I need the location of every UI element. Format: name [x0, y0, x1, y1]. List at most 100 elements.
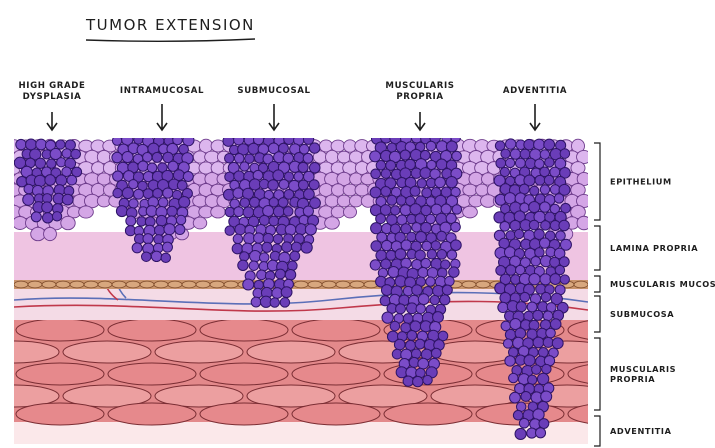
tumor-cell [268, 180, 279, 191]
tumor-cell [381, 187, 391, 197]
layer-label-text: SUBMUCOSA [610, 309, 674, 319]
layer-label-0: EPITHELIUM [594, 143, 672, 220]
tumor-cell [154, 225, 164, 235]
tumor-cell [418, 294, 429, 305]
tumor-cell [529, 273, 540, 284]
tumor-cell [122, 187, 133, 198]
tumor-cell [403, 376, 413, 386]
tumor-cell [275, 269, 285, 279]
tumor-cell [415, 339, 425, 349]
muscle-fiber [108, 403, 196, 425]
tumor-cell [446, 177, 457, 188]
tumor-cell [496, 158, 506, 168]
tumor-cell [445, 276, 455, 286]
tumor-cell [179, 196, 190, 207]
layer-bracket [594, 338, 600, 410]
layer-bracket [594, 276, 600, 292]
tumor-cell [539, 419, 549, 429]
mm-fiber [42, 281, 56, 288]
tumor-cell [520, 149, 530, 159]
epithelial-cell [331, 184, 344, 196]
tumor-cell [430, 295, 439, 304]
layer-bracket [594, 143, 600, 220]
tumor-cell [23, 194, 34, 205]
tumor-cell [381, 259, 391, 269]
tumor-cell [151, 251, 161, 261]
stage-label-2: SUBMUCOSAL [237, 86, 310, 130]
tumor-cell [56, 175, 67, 186]
mm-fiber [476, 281, 490, 288]
tumor-cell [309, 180, 319, 190]
tumor-cell [225, 207, 234, 216]
tumor-cell [270, 298, 279, 307]
tumor-cell [288, 261, 297, 270]
stage-label-1: INTRAMUCOSAL [120, 86, 204, 130]
stage-labels: HIGH GRADEDYSPLASIA INTRAMUCOSAL SUBMUCOSA… [19, 81, 568, 130]
tumor-cell [235, 224, 246, 235]
down-arrow-icon [157, 104, 167, 130]
tumor-cell [309, 143, 319, 153]
diagram-title: TUMOR EXTENSION [85, 16, 255, 34]
layer-label-text: PROPRIA [610, 374, 655, 384]
muscle-fiber [200, 363, 288, 385]
tumor-cell [431, 241, 440, 250]
tumor-cell [257, 270, 267, 280]
tumor-cell [176, 215, 185, 224]
epithelial-cell [338, 151, 351, 163]
mm-fiber [112, 281, 126, 288]
mm-fiber [308, 281, 322, 288]
tumor-cell [167, 206, 177, 216]
tumor-cell [520, 292, 530, 302]
layer-bracket [594, 226, 600, 270]
tumor-cell [225, 226, 234, 235]
tumor-cell [152, 152, 162, 162]
tumor-cell [42, 213, 52, 223]
layer-bracket [594, 416, 600, 446]
tumor-cell [303, 134, 313, 144]
tumor-cell [143, 153, 152, 162]
epithelial-cell [319, 184, 333, 197]
tumor-cell [52, 212, 61, 221]
tumor-cell [531, 256, 541, 266]
stage-label-0: HIGH GRADEDYSPLASIA [19, 81, 86, 130]
tumor-cell [250, 250, 261, 261]
tumor-cell [382, 240, 392, 250]
tumor-cell [137, 217, 146, 226]
mm-fiber [294, 281, 308, 288]
tumor-cell [45, 175, 56, 186]
tumor-cell [441, 204, 451, 214]
muscle-fiber [568, 403, 656, 425]
epithelial-cell [343, 206, 356, 218]
tumor-cell [34, 175, 45, 186]
tumor-cell [371, 169, 381, 179]
tumor-cell [506, 139, 516, 149]
epithelial-cell [463, 206, 478, 218]
epithelial-cell [355, 184, 369, 196]
tumor-cell [530, 186, 539, 195]
mm-fiber [126, 281, 140, 288]
muscle-fiber [108, 363, 196, 385]
muscle-fiber [16, 363, 104, 385]
tumor-cell [540, 274, 551, 285]
tumor-cell [519, 418, 529, 428]
stage-label-3: MUSCULARISPROPRIA [385, 81, 454, 130]
mm-fiber [56, 281, 70, 288]
epithelial-cell [211, 206, 226, 218]
epithelial-cell [577, 216, 591, 229]
tumor-cell [161, 253, 170, 262]
tumor-cell [249, 261, 258, 270]
epithelial-cell [79, 206, 94, 218]
tumor-cell [158, 198, 168, 208]
stage-label-4: ADVENTITIA [503, 86, 567, 130]
tumor-cell [138, 161, 148, 171]
tumor-cell [550, 274, 561, 285]
down-arrow-icon [530, 104, 540, 130]
tumor-cell [412, 285, 423, 296]
tumor-cell [251, 297, 261, 307]
tumor-cell [143, 234, 153, 244]
muscle-fiber [108, 319, 196, 341]
tumor-cell [423, 375, 432, 384]
tumor-cell [259, 215, 269, 225]
tumor-cell [162, 242, 172, 252]
tumor-cell [426, 141, 436, 151]
